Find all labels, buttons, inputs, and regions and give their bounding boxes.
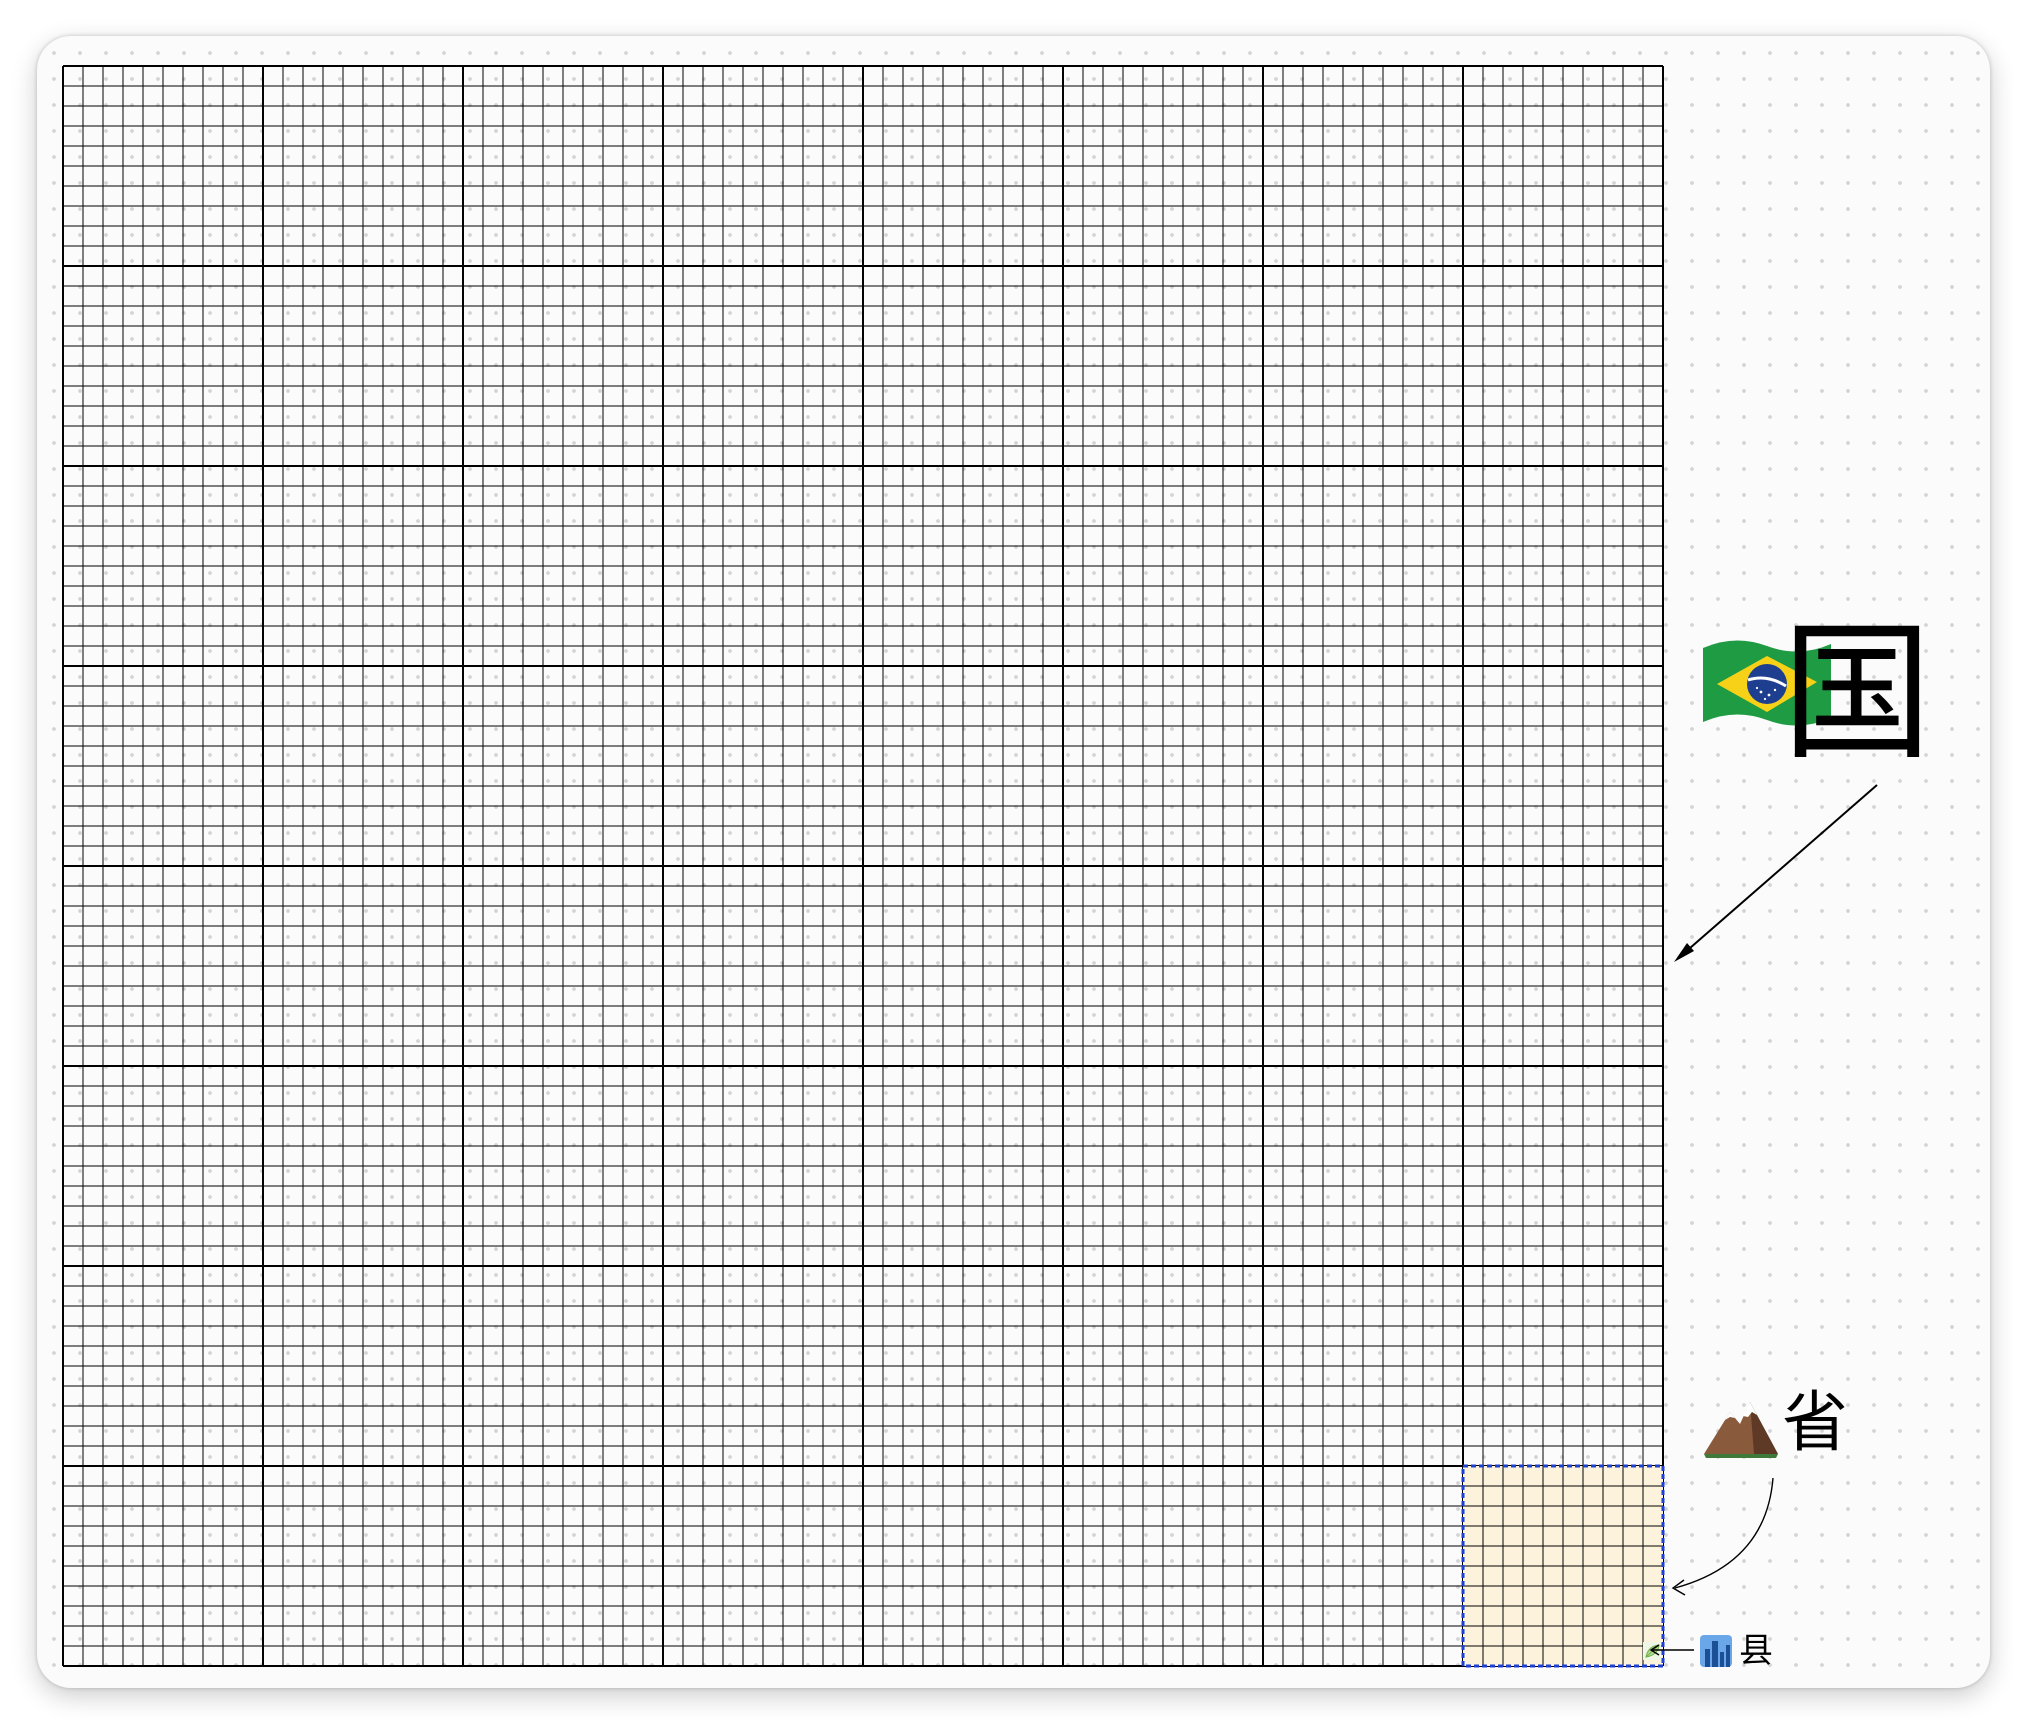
country-arrow (1681, 784, 1878, 956)
province-label: 省 (1782, 1384, 1848, 1461)
brazil-flag-icon (1703, 640, 1831, 726)
city-buildings-icon (1700, 1635, 1732, 1667)
mountain-icon (1704, 1402, 1778, 1458)
county-arrowhead (1649, 1644, 1660, 1656)
country-label: 国 (1782, 607, 1932, 781)
country-arrowhead (1674, 943, 1694, 962)
province-arrowhead (1671, 1579, 1686, 1596)
province-grid (1463, 1466, 1663, 1666)
country-grid (61, 64, 1665, 1668)
province-selection-border (1461, 1464, 1665, 1668)
province-arrow (1674, 1477, 1774, 1589)
county-label: 县 (1739, 1631, 1773, 1671)
